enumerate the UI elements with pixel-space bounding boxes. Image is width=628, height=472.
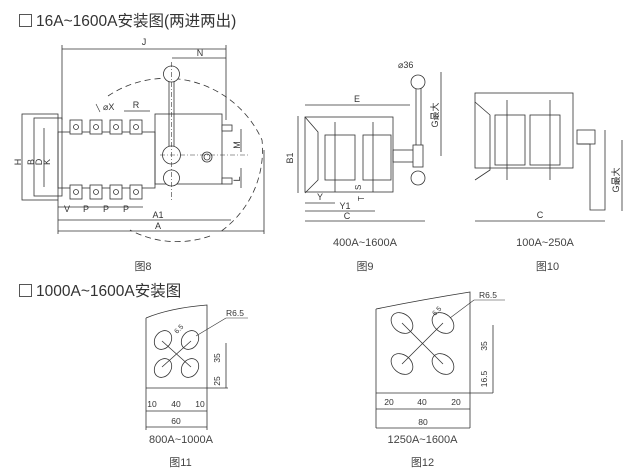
label-60: 60 bbox=[171, 416, 181, 426]
label-slot-width: 6.5 bbox=[173, 324, 185, 336]
label-r65: R6.5 bbox=[226, 308, 244, 318]
plate-edge bbox=[145, 304, 208, 430]
label-r65: R6.5 bbox=[479, 290, 497, 300]
plate-edge bbox=[375, 291, 471, 428]
slot-hole bbox=[180, 330, 200, 350]
slot-hole bbox=[431, 353, 455, 375]
figure-9: E B1 ⌀36 G最大 S T Y Y1 C bbox=[285, 60, 442, 222]
label-c: C bbox=[537, 210, 544, 220]
padlock-icon bbox=[201, 151, 213, 163]
figure-8: J N H B D K ⌀X R bbox=[13, 37, 265, 243]
handle-bracket bbox=[578, 130, 606, 211]
caption-fig11: 图11 bbox=[169, 457, 192, 469]
switch-body-side bbox=[474, 92, 574, 169]
label-y1: Y1 bbox=[339, 201, 350, 211]
terminals-bottom bbox=[69, 184, 143, 200]
screw-bottom bbox=[221, 177, 233, 185]
shaft bbox=[392, 149, 416, 163]
label-80: 80 bbox=[418, 417, 428, 427]
label-y: Y bbox=[317, 192, 323, 202]
label-r: R bbox=[133, 100, 140, 110]
label-b1: B1 bbox=[285, 152, 295, 163]
label-j: J bbox=[142, 37, 147, 47]
label-b: B bbox=[26, 159, 36, 165]
label-16-5: 16.5 bbox=[479, 370, 489, 387]
label-p2: P bbox=[103, 204, 109, 214]
slot-hole bbox=[180, 358, 200, 378]
label-p1: P bbox=[83, 204, 89, 214]
figure-10: G最大 C bbox=[474, 92, 623, 222]
label-a1: A1 bbox=[152, 210, 163, 220]
label-d36: ⌀36 bbox=[398, 60, 413, 70]
label-d: D bbox=[34, 158, 44, 165]
range-fig9: 400A~1600A bbox=[333, 237, 397, 249]
handle-knob-bottom bbox=[410, 170, 426, 186]
terminals-top bbox=[69, 119, 143, 135]
caption-fig10: 图10 bbox=[535, 261, 560, 273]
label-e: E bbox=[354, 94, 360, 104]
label-10-left: 10 bbox=[147, 399, 157, 409]
checkbox-square-icon bbox=[19, 283, 32, 297]
slot-hole bbox=[390, 353, 414, 375]
label-m: M bbox=[232, 141, 242, 149]
label-10-right: 10 bbox=[195, 399, 205, 409]
label-40: 40 bbox=[171, 399, 181, 409]
slot-hole bbox=[431, 312, 455, 334]
label-phi-x: ⌀X bbox=[103, 102, 114, 112]
label-25: 25 bbox=[212, 376, 222, 386]
range-fig12: 1250A~1600A bbox=[387, 434, 458, 446]
mount-plate-inner bbox=[33, 117, 63, 197]
handle-knob-top bbox=[410, 74, 426, 90]
section-heading-1000a-1600a: 1000A~1600A安装图 bbox=[19, 279, 181, 301]
caption-fig12: 图12 bbox=[410, 457, 435, 469]
label-s: S bbox=[354, 185, 363, 190]
slot-hole bbox=[153, 330, 173, 350]
label-35: 35 bbox=[479, 341, 489, 351]
swing-arc bbox=[107, 77, 263, 243]
slot-hole bbox=[153, 358, 173, 378]
heading-text: 16A~1600A安装图(两进两出) bbox=[36, 13, 237, 30]
leader-x bbox=[95, 103, 101, 113]
handle-box bbox=[154, 113, 223, 185]
label-40: 40 bbox=[417, 397, 427, 407]
label-h: H bbox=[13, 159, 23, 166]
figure-12: R6.5 6.5 35 16.5 20 40 20 80 bbox=[375, 290, 505, 429]
range-fig11: 800A~1000A bbox=[149, 434, 213, 446]
label-g-max: G最大 bbox=[429, 102, 440, 127]
label-20-left: 20 bbox=[384, 397, 394, 407]
section-heading-16a-1600a: 16A~1600A安装图(两进两出) bbox=[19, 9, 236, 31]
range-fig10: 100A~250A bbox=[516, 237, 574, 249]
heading-text: 1000A~1600A安装图 bbox=[36, 283, 182, 300]
label-l: L bbox=[232, 176, 242, 181]
caption-fig8: 图8 bbox=[134, 261, 152, 273]
label-slot-width: 6.5 bbox=[431, 306, 443, 318]
label-c: C bbox=[344, 211, 351, 221]
checkbox-square-icon bbox=[19, 13, 32, 27]
caption-fig9: 图9 bbox=[356, 261, 374, 273]
label-35: 35 bbox=[212, 353, 222, 363]
mount-plate-outer bbox=[21, 113, 59, 201]
label-p3: P bbox=[123, 204, 129, 214]
label-20-right: 20 bbox=[451, 397, 461, 407]
shaft bbox=[576, 129, 596, 145]
figure-11: R6.5 6.5 35 25 10 40 10 60 bbox=[145, 304, 248, 430]
label-a: A bbox=[155, 221, 161, 231]
handle-hub bbox=[412, 144, 424, 168]
label-v: V bbox=[64, 204, 70, 214]
label-n: N bbox=[197, 48, 204, 58]
label-g-max: G最大 bbox=[610, 167, 621, 192]
slot-hole bbox=[390, 312, 414, 334]
screw-top bbox=[221, 124, 233, 132]
label-t: T bbox=[357, 196, 366, 201]
label-k: K bbox=[42, 159, 52, 165]
switch-body bbox=[57, 131, 156, 189]
